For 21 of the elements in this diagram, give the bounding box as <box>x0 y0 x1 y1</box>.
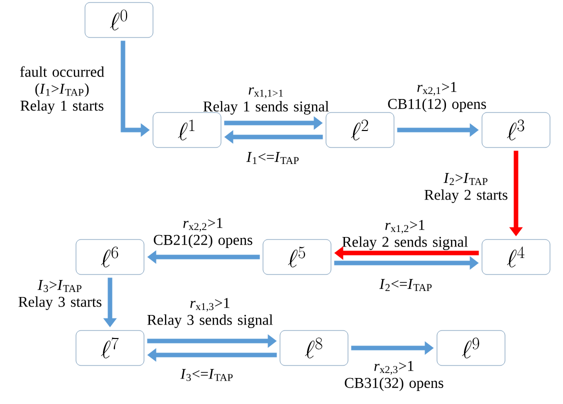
edge-label: I$_{2}$<=I$_{TAP}$ <box>379 279 432 291</box>
state-box: $\ell^{1}$ <box>152 112 222 148</box>
state-box: $\ell^{6}$ <box>76 239 144 275</box>
state-box: $\ell^{4}$ <box>482 239 550 275</box>
edge-label: fault occurred (I$_{1}$>I$_{TAP}$) Relay 1 starts <box>20 66 104 114</box>
state-box: $\ell^{3}$ <box>482 112 550 148</box>
edge-label: r$_{x1,3}$>1 Relay 3 sends signal <box>147 298 273 328</box>
state-box: $\ell^{8}$ <box>280 330 348 366</box>
edge-label: I$_{3}$>I$_{TAP}$ Relay 3 starts <box>18 280 102 310</box>
edge-label: r$_{x2,1}$>1 CB11(12) opens <box>388 82 486 112</box>
state-box: $\ell^{7}$ <box>76 330 144 366</box>
edge-label: r$_{x1,1>1}$ Relay 1 sends signal <box>203 87 329 115</box>
edge-label: r$_{x1,2}$>1 Relay 2 sends signal <box>342 220 468 250</box>
edge-label: I$_{1}$<=I$_{TAP}$ <box>246 152 299 164</box>
state-box: $\ell^{9}$ <box>436 330 506 366</box>
edge-label: I$_{2}$>I$_{TAP}$ Relay 2 starts <box>424 173 508 203</box>
state-box: $\ell^{0}$ <box>84 2 154 38</box>
edge-label: I$_{3}$<=I$_{TAP}$ <box>180 369 233 382</box>
state-box: $\ell^{2}$ <box>326 112 394 148</box>
state-box: $\ell^{5}$ <box>262 239 332 275</box>
edge-label: r$_{x2,2}$>1 CB21(22) opens <box>154 218 252 248</box>
